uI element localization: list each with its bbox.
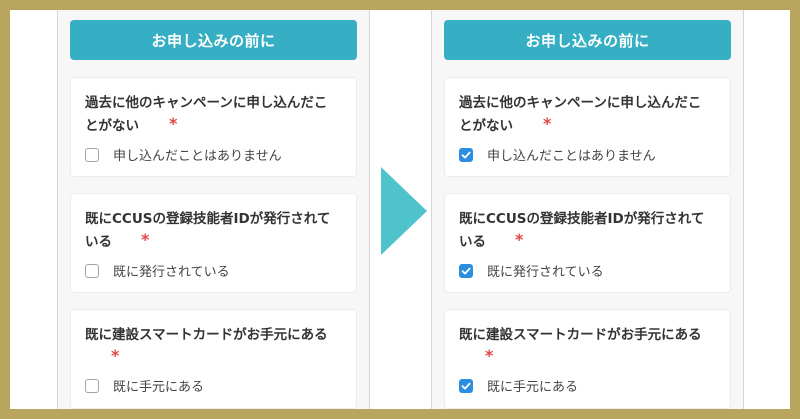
question-line: 過去に他のキャンペーンに申し込んだこ bbox=[459, 95, 702, 111]
question-card: 既に建設スマートカードがお手元にある * 既に手元にある bbox=[70, 309, 357, 409]
checkbox[interactable] bbox=[85, 378, 99, 393]
check-icon bbox=[461, 151, 471, 158]
checkbox-checked[interactable] bbox=[459, 378, 473, 393]
option-label[interactable]: 既に発行されている bbox=[487, 265, 604, 280]
required-mark: * bbox=[515, 230, 524, 249]
question-text: 既に建設スマートカードがお手元にある bbox=[459, 324, 721, 347]
question-line: 過去に他のキャンペーンに申し込んだこ bbox=[85, 95, 328, 111]
required-mark: * bbox=[141, 230, 150, 249]
option-label[interactable]: 申し込んだことはありません bbox=[487, 149, 656, 164]
form-screen-before: お申し込みの前に 過去に他のキャンペーンに申し込んだこ とがない * 申し込んだ… bbox=[57, 10, 370, 409]
option-label[interactable]: 既に手元にある bbox=[487, 380, 579, 395]
checkbox-checked[interactable] bbox=[459, 263, 473, 278]
comparison-canvas: お申し込みの前に 過去に他のキャンペーンに申し込んだこ とがない * 申し込んだ… bbox=[10, 10, 790, 409]
option-label[interactable]: 既に手元にある bbox=[113, 380, 205, 395]
question-card: 既に建設スマートカードがお手元にある * 既に手元にある bbox=[444, 309, 731, 409]
check-icon bbox=[461, 382, 471, 389]
question-line: 既にCCUSの登録技能者IDが発行されて bbox=[85, 211, 331, 227]
option-label[interactable]: 既に発行されている bbox=[113, 265, 230, 280]
checkbox-option[interactable]: 既に発行されている bbox=[459, 261, 604, 280]
checkbox-option[interactable]: 既に手元にある bbox=[85, 376, 204, 395]
checkbox[interactable] bbox=[85, 263, 99, 278]
required-mark: * bbox=[543, 114, 552, 133]
question-line: とがない bbox=[459, 118, 513, 134]
right-arrow-icon bbox=[381, 167, 427, 255]
question-card: 既にCCUSの登録技能者IDが発行されて いる * 既に発行されている bbox=[444, 193, 731, 293]
required-mark: * bbox=[169, 114, 178, 133]
required-mark: * bbox=[485, 346, 494, 365]
checkbox-option[interactable]: 申し込んだことはありません bbox=[459, 145, 656, 164]
option-label[interactable]: 申し込んだことはありません bbox=[113, 149, 282, 164]
question-line: 既に建設スマートカードがお手元にある bbox=[85, 327, 328, 343]
question-text: 既に建設スマートカードがお手元にある bbox=[85, 324, 347, 347]
question-text: 過去に他のキャンペーンに申し込んだこ とがない bbox=[85, 92, 347, 138]
form-screen-after: お申し込みの前に 過去に他のキャンペーンに申し込んだこ とがない * 申し込んだ… bbox=[431, 10, 744, 409]
question-card: 既にCCUSの登録技能者IDが発行されて いる * 既に発行されている bbox=[70, 193, 357, 293]
checkbox-option[interactable]: 既に手元にある bbox=[459, 376, 578, 395]
required-mark: * bbox=[111, 346, 120, 365]
question-line: いる bbox=[459, 234, 486, 250]
checkbox[interactable] bbox=[85, 147, 99, 162]
question-text: 既にCCUSの登録技能者IDが発行されて いる bbox=[459, 208, 721, 254]
header-button[interactable]: お申し込みの前に bbox=[70, 20, 357, 60]
question-text: 過去に他のキャンペーンに申し込んだこ とがない bbox=[459, 92, 721, 138]
question-line: とがない bbox=[85, 118, 139, 134]
checkbox-checked[interactable] bbox=[459, 147, 473, 162]
question-line: 既にCCUSの登録技能者IDが発行されて bbox=[459, 211, 705, 227]
header-button[interactable]: お申し込みの前に bbox=[444, 20, 731, 60]
question-card: 過去に他のキャンペーンに申し込んだこ とがない * 申し込んだことはありません bbox=[444, 77, 731, 177]
check-icon bbox=[461, 267, 471, 274]
checkbox-option[interactable]: 申し込んだことはありません bbox=[85, 145, 282, 164]
checkbox-option[interactable]: 既に発行されている bbox=[85, 261, 230, 280]
question-text: 既にCCUSの登録技能者IDが発行されて いる bbox=[85, 208, 347, 254]
question-line: 既に建設スマートカードがお手元にある bbox=[459, 327, 702, 343]
question-card: 過去に他のキャンペーンに申し込んだこ とがない * 申し込んだことはありません bbox=[70, 77, 357, 177]
question-line: いる bbox=[85, 234, 112, 250]
